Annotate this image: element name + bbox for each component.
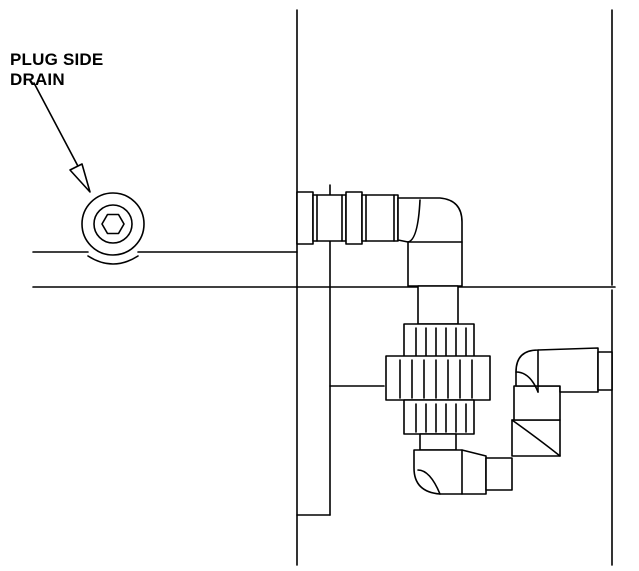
lower-pipe (419, 433, 457, 451)
drain-plug (81, 192, 145, 265)
horizontal-connector (485, 457, 513, 491)
hex-socket-icon (101, 213, 125, 235)
upper-right-elbow (515, 347, 613, 393)
plug-side-drain-label: PLUG SIDE DRAIN (10, 50, 103, 90)
upper-elbow (397, 197, 463, 287)
callout-line-2: DRAIN (10, 70, 65, 89)
union-valve (385, 323, 491, 435)
leader-arrow (33, 82, 91, 193)
callout-line-1: PLUG SIDE (10, 50, 104, 69)
tank-seams (32, 251, 616, 387)
lower-elbow (413, 449, 487, 495)
right-elbow (511, 385, 561, 457)
coupling-fittings (296, 191, 399, 245)
vertical-pipe (417, 285, 459, 325)
